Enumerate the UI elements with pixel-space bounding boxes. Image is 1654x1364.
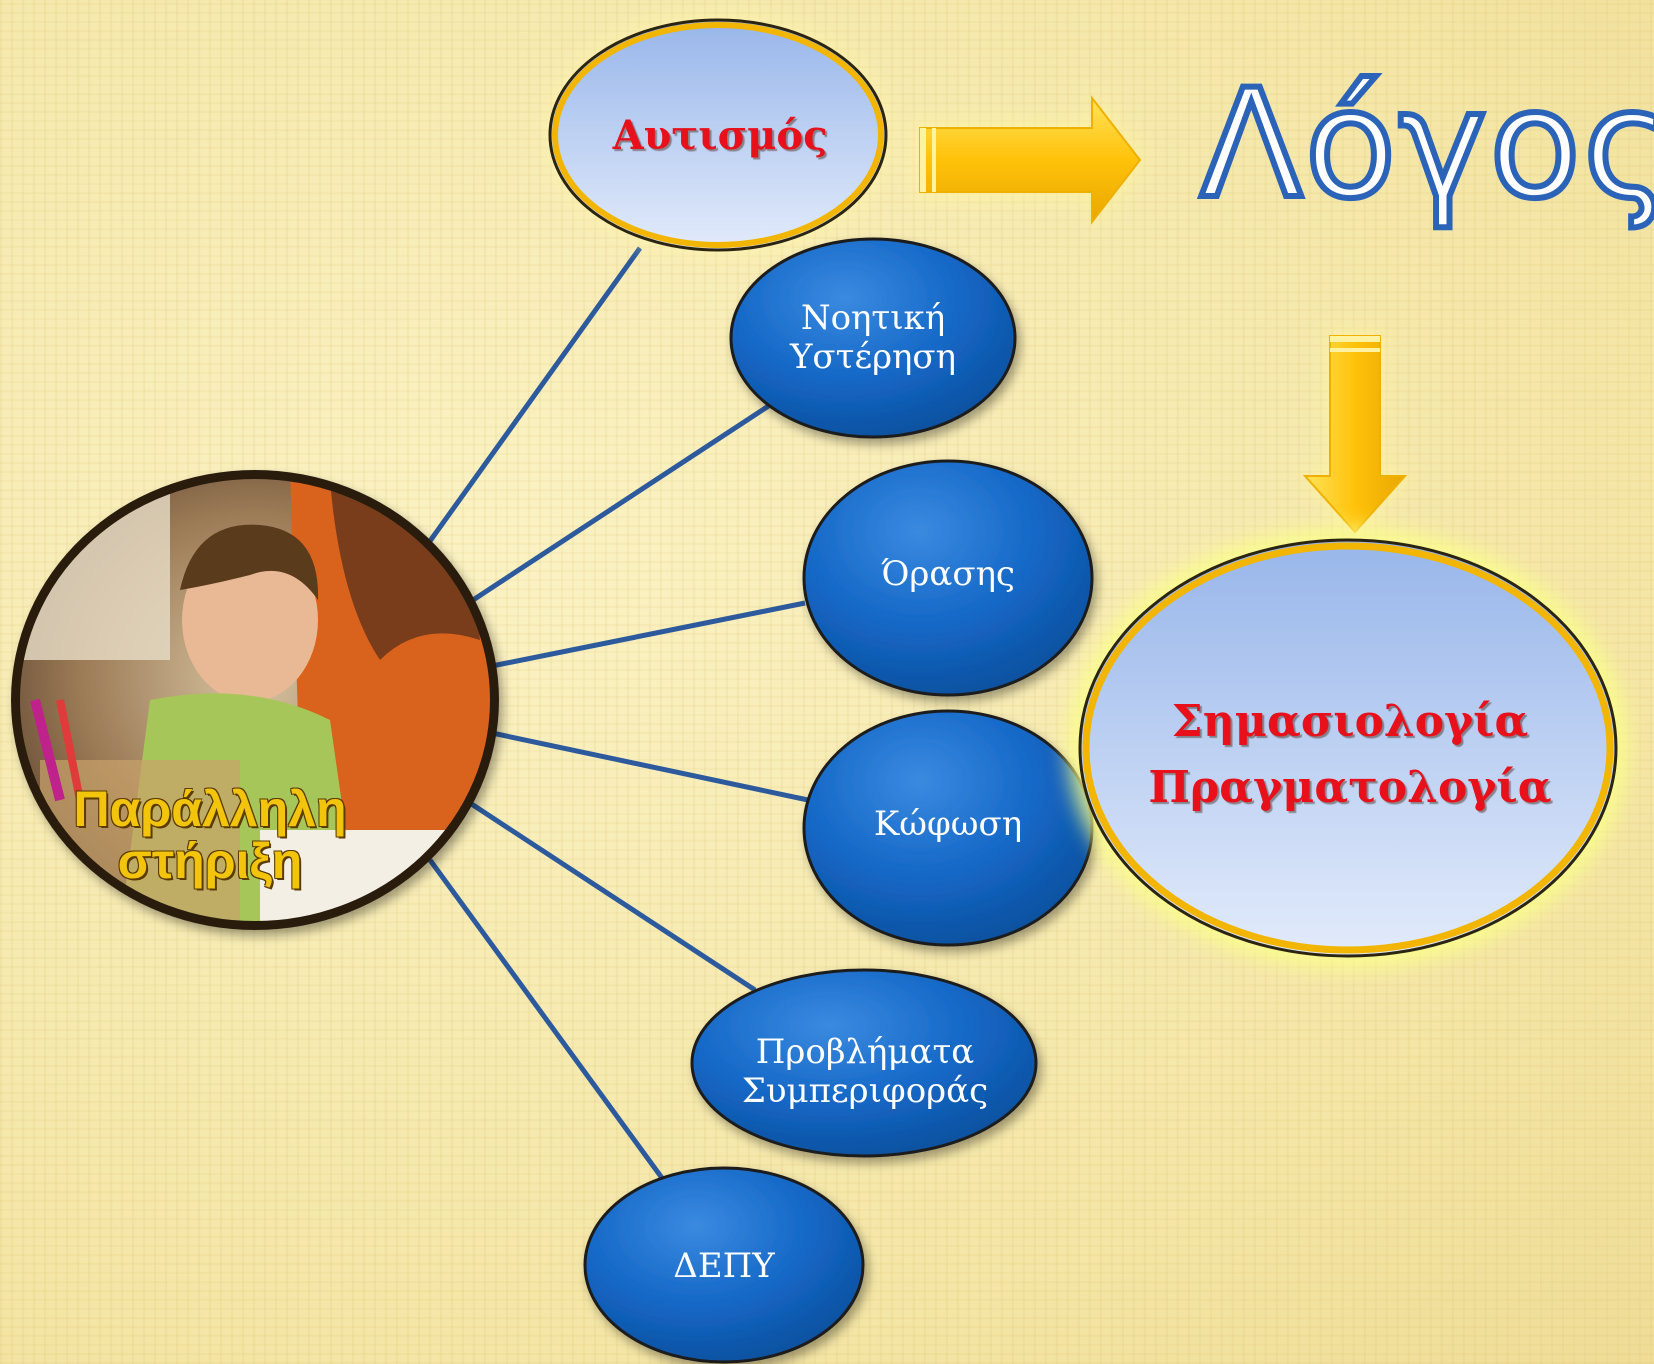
right-arrow (915, 92, 1145, 228)
behavior-label-line2: Συμπεριφοράς (741, 1071, 989, 1111)
photo-label: Παράλληλη στήριξη (50, 770, 370, 900)
intellectual-node: Νοητική Υστέρηση (745, 288, 1001, 388)
autism-node-shape (546, 15, 890, 255)
line-to-vision (491, 600, 806, 669)
line-to-deafness (491, 730, 809, 803)
behavior-node-shape (690, 968, 1038, 1158)
depy-node: ΔΕΠΥ (610, 1237, 838, 1297)
line-to-intellectual (468, 402, 772, 605)
target-node-shape (1068, 528, 1628, 968)
autism-node: Αυτισμός (560, 95, 880, 175)
deafness-label: Κώφωση (873, 804, 1023, 845)
target-node: Σημασιολογία Πραγματολογία (1110, 680, 1590, 830)
target-label-line1: Σημασιολογία (1171, 696, 1529, 747)
intellectual-label-line1: Νοητική (800, 297, 946, 338)
depy-label: ΔΕΠΥ (673, 1246, 775, 1287)
blue-nodes (583, 237, 1094, 1364)
behavior-label-line1: Προβλήματα (755, 1031, 975, 1072)
intellectual-node-shape (729, 237, 1017, 439)
line-to-behavior (468, 800, 757, 993)
connector-lines (422, 246, 809, 1180)
behavior-node: Προβλήματα Συμπεριφοράς (710, 1022, 1020, 1122)
vision-node-shape (802, 459, 1094, 697)
depy-node-shape (583, 1166, 865, 1364)
intellectual-label-line2: Υστέρηση (789, 337, 956, 377)
line-to-autism (422, 246, 643, 550)
deafness-node: Κώφωση (820, 795, 1076, 855)
line-to-depy (427, 858, 665, 1180)
photo-label-line1: Παράλληλη (73, 780, 347, 837)
vision-label: Όρασης (881, 554, 1015, 595)
down-arrow (1298, 332, 1412, 538)
vision-node: Όρασης (820, 545, 1076, 605)
logos-title: Λόγος (1197, 58, 1654, 232)
photo-label-line2: στήριξη (117, 833, 303, 889)
target-label-line2: Πραγματολογία (1148, 762, 1552, 813)
autism-label: Αυτισμός (612, 111, 828, 159)
